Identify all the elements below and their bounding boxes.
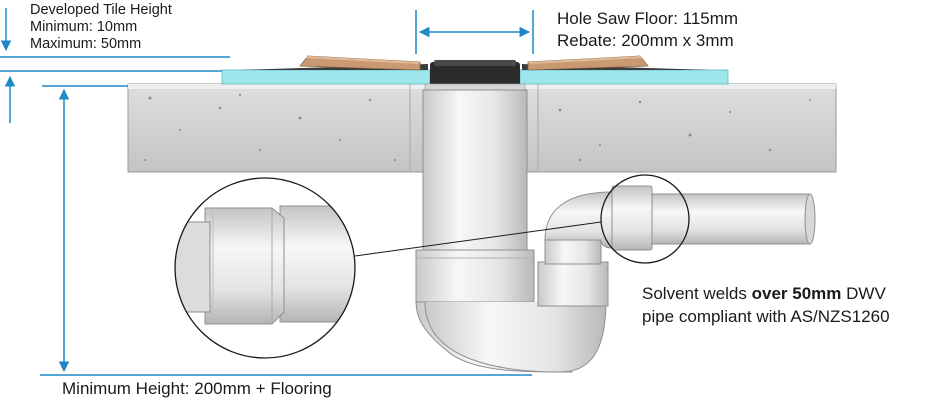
p-trap-pipe — [415, 89, 816, 373]
minimum-height-label: Minimum Height: 200mm + Flooring — [62, 379, 332, 398]
dimension-lines — [0, 8, 534, 376]
hole-saw-floor: Hole Saw Floor: 115mm — [557, 9, 739, 28]
solvent-weld-note: Solvent welds over 50mm DWV pipe complia… — [642, 282, 890, 328]
solvent-line-2: pipe compliant with AS/NZS1260 — [642, 307, 890, 326]
floor-tiles — [299, 55, 649, 71]
tile-height-minimum: Minimum: 10mm — [30, 19, 138, 35]
zoom-leader-line — [354, 221, 602, 257]
solvent-line-1: Solvent welds over 50mm DWV — [642, 284, 886, 303]
solvent-bold-text: over 50mm — [751, 284, 842, 303]
floor-waste-top — [424, 60, 526, 91]
tile-height-label: Developed Tile Height Minimum: 10mm Maxi… — [30, 2, 172, 53]
tile-height-title: Developed Tile Height — [30, 2, 172, 18]
zoom-detail — [174, 177, 356, 359]
rebate-size: Rebate: 200mm x 3mm — [557, 31, 734, 50]
tile-height-maximum: Maximum: 50mm — [30, 36, 142, 52]
hole-saw-label: Hole Saw Floor: 115mm Rebate: 200mm x 3m… — [557, 8, 738, 52]
detail-focus-circle — [600, 174, 690, 264]
